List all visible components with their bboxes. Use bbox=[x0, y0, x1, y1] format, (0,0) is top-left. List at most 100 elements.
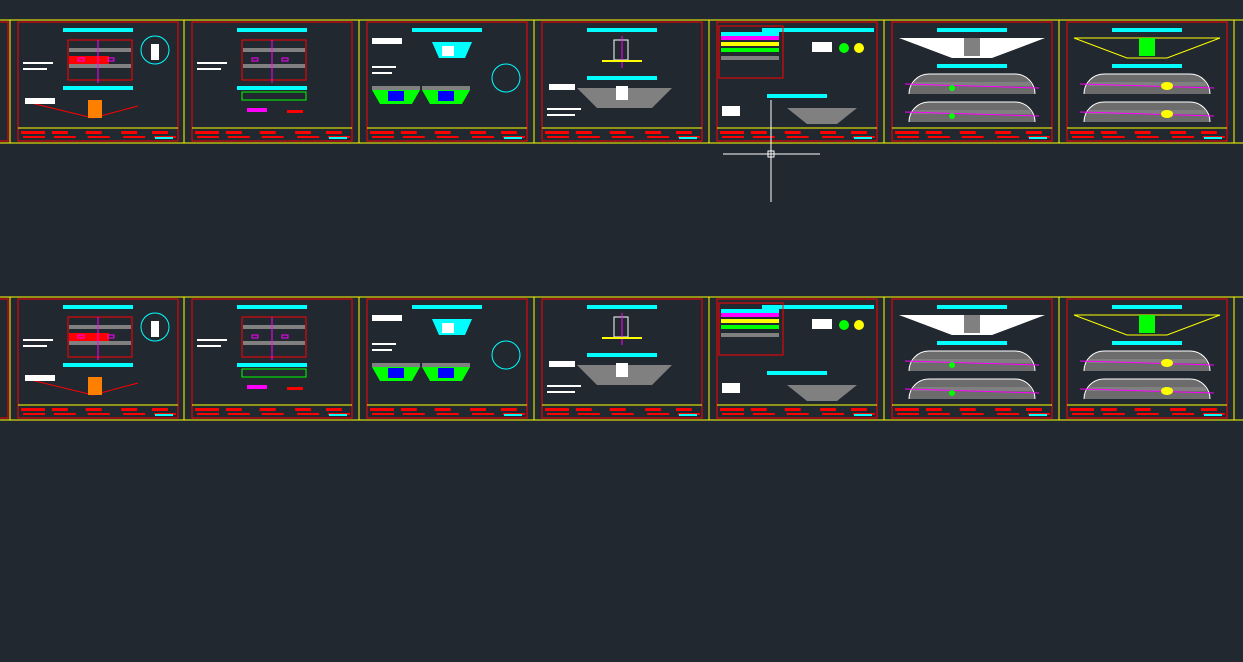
sheet-frame bbox=[366, 298, 528, 419]
drawing-title bbox=[762, 28, 832, 32]
sheet-frame bbox=[1066, 298, 1228, 419]
drawing-title bbox=[814, 28, 874, 32]
title-block-text bbox=[325, 131, 342, 134]
title-block-text bbox=[1070, 408, 1094, 411]
section-top bbox=[372, 86, 420, 90]
title-block-text bbox=[1029, 137, 1047, 139]
title-block-text bbox=[197, 136, 219, 138]
beam bbox=[913, 387, 1031, 391]
excavation-section bbox=[1073, 37, 1221, 59]
layer bbox=[721, 42, 779, 46]
excavation bbox=[787, 108, 857, 124]
title-block-text bbox=[85, 408, 102, 411]
title-block-text bbox=[500, 131, 517, 134]
section-box bbox=[241, 91, 307, 101]
structure bbox=[1139, 38, 1155, 56]
beam bbox=[1088, 387, 1206, 391]
sheet-trench bbox=[541, 21, 703, 142]
drawing-title bbox=[587, 76, 657, 80]
title-block-text bbox=[854, 137, 872, 139]
plan-box bbox=[241, 316, 307, 358]
pipe bbox=[77, 334, 85, 339]
title-block-text bbox=[195, 408, 219, 411]
drawing-title bbox=[937, 28, 1007, 32]
pipe-box bbox=[388, 91, 404, 101]
title-block-text bbox=[329, 137, 347, 139]
title-block-text bbox=[155, 137, 173, 139]
plan-lane bbox=[69, 64, 131, 68]
title-block-text bbox=[227, 136, 250, 138]
drawing-title bbox=[237, 305, 307, 309]
pipe bbox=[77, 57, 85, 62]
title-block-text bbox=[259, 408, 276, 411]
section-top bbox=[372, 363, 420, 367]
ground-line bbox=[602, 60, 642, 62]
title-block-text bbox=[402, 136, 425, 138]
drawing-title bbox=[63, 363, 133, 367]
title-block-text bbox=[854, 414, 872, 416]
title-block-text bbox=[850, 408, 867, 411]
detail-fill bbox=[151, 321, 159, 337]
title-block-text bbox=[750, 131, 767, 134]
title-block-text bbox=[1070, 131, 1094, 134]
title-block-text bbox=[470, 408, 487, 411]
drawing-title bbox=[937, 305, 1007, 309]
title-block-text bbox=[504, 414, 522, 416]
title-block-text bbox=[679, 137, 697, 139]
drawing-title bbox=[1112, 341, 1182, 345]
alignment-line bbox=[1079, 111, 1215, 117]
title-block-text bbox=[679, 414, 697, 416]
title-block-text bbox=[227, 413, 250, 415]
title-block-text bbox=[121, 408, 138, 411]
sheet-excavation-yellow bbox=[1066, 21, 1228, 142]
title-block-text bbox=[1025, 131, 1042, 134]
layout-sheets bbox=[0, 19, 1243, 421]
truck bbox=[812, 319, 832, 329]
title-block-text bbox=[504, 137, 522, 139]
title-block-text bbox=[1204, 137, 1222, 139]
alignment-line bbox=[1079, 360, 1215, 366]
layer-box bbox=[718, 302, 784, 356]
detail bbox=[287, 387, 303, 390]
alignment-line bbox=[904, 83, 1040, 89]
title-block-text bbox=[472, 136, 495, 138]
sheet-frame bbox=[541, 21, 703, 142]
title-block-text bbox=[195, 131, 219, 134]
title-block-text bbox=[434, 131, 451, 134]
title-block-text bbox=[402, 413, 425, 415]
title-block-text bbox=[675, 131, 692, 134]
trench-box bbox=[613, 39, 629, 61]
title-block-text bbox=[722, 413, 744, 415]
pipe-box bbox=[438, 91, 454, 101]
plan-box bbox=[67, 316, 133, 358]
equipment bbox=[949, 113, 955, 119]
sheet-frame bbox=[1066, 21, 1228, 142]
structure bbox=[964, 38, 980, 56]
sheet-section-green bbox=[366, 298, 528, 419]
title-block-text bbox=[545, 131, 569, 134]
ground-line bbox=[602, 337, 642, 339]
section-core bbox=[442, 323, 454, 333]
title-block-text bbox=[820, 131, 837, 134]
title-block-text bbox=[121, 131, 138, 134]
title-block-text bbox=[1102, 413, 1125, 415]
beam bbox=[1088, 82, 1206, 86]
pipe bbox=[251, 334, 259, 339]
sheet-frame bbox=[716, 21, 878, 142]
title-block-text bbox=[297, 136, 320, 138]
detail-fill bbox=[151, 44, 159, 60]
equipment bbox=[949, 85, 955, 91]
beam bbox=[1088, 359, 1206, 363]
sheet-frame bbox=[891, 298, 1053, 419]
section-top bbox=[422, 363, 470, 367]
title-block-text bbox=[927, 136, 950, 138]
plan-lane bbox=[243, 341, 305, 345]
alignment-line bbox=[904, 111, 1040, 117]
title-block-text bbox=[786, 136, 809, 138]
sheet-plan-detail bbox=[17, 21, 179, 142]
title-block-text bbox=[225, 408, 242, 411]
title-block-text bbox=[151, 131, 168, 134]
sheet-frame bbox=[17, 21, 179, 142]
sheet-frame-partial bbox=[0, 21, 9, 142]
